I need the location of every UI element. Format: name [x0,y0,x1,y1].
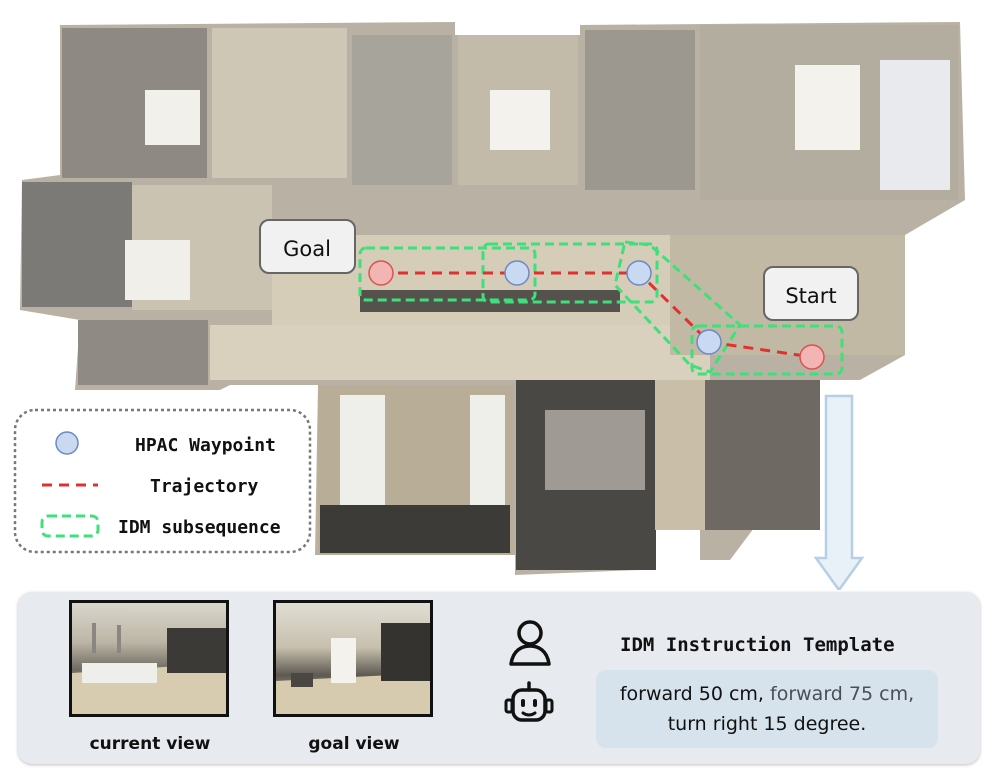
legend-waypoint-marker [55,431,79,455]
legend-trajectory-label: Trajectory [150,476,259,497]
template-title: IDM Instruction Template [620,634,895,656]
bed-top-right [795,65,860,150]
idm-box-1 [358,246,537,302]
legend-idm-label: IDM subsequence [118,517,281,538]
current-view-image [69,600,229,717]
start-label: Start [785,284,836,308]
current-view-caption: current view [89,734,211,754]
window-right [880,60,950,190]
legend-box [13,408,312,554]
floorplan-rooms [20,22,965,575]
bedroom-left [22,182,132,307]
dark-floor-left [320,505,510,553]
instruction-segment-b: forward 75 cm, [770,683,915,705]
sofa-right [470,395,505,505]
instruction-box: forward 50 cm, forward 75 cm, turn right… [596,670,938,748]
study-room [212,28,347,178]
bed-top-middle [490,90,550,150]
instruction-line-2: turn right 15 degree. [667,713,867,735]
bed-left [125,240,190,300]
person-icon [509,620,551,666]
down-arrow [813,394,865,590]
legend-waypoint-label: HPAC Waypoint [135,435,276,456]
bed-top-left [145,90,200,145]
bathroom-top [352,35,452,185]
goal-point [368,260,394,286]
idm-box-3 [613,240,742,374]
small-room-left [78,320,208,385]
floorplan-diagram: HPAC Waypoint Trajectory IDM subsequence… [13,22,965,590]
instruction-line-1: forward 50 cm, forward 75 cm, [596,679,938,709]
bathroom-top-right [585,30,695,190]
start-label-box [763,266,859,321]
start-point [799,344,825,370]
sofa-left [340,395,385,505]
robot-icon [504,681,554,722]
waypoint-1 [504,260,530,286]
rug [545,410,645,490]
waypoint-3 [696,329,722,355]
goal-view-image [273,600,433,717]
goal-label: Goal [283,237,331,261]
waypoint-2 [626,260,652,286]
stair-area [705,380,820,530]
idm-box-4 [690,324,844,376]
instruction-segment-a: forward 50 cm, [619,683,764,705]
goal-view-caption: goal view [308,734,400,754]
hallway-lower [210,325,710,380]
legend-idm-marker [40,514,100,538]
goal-label-box [259,219,356,274]
